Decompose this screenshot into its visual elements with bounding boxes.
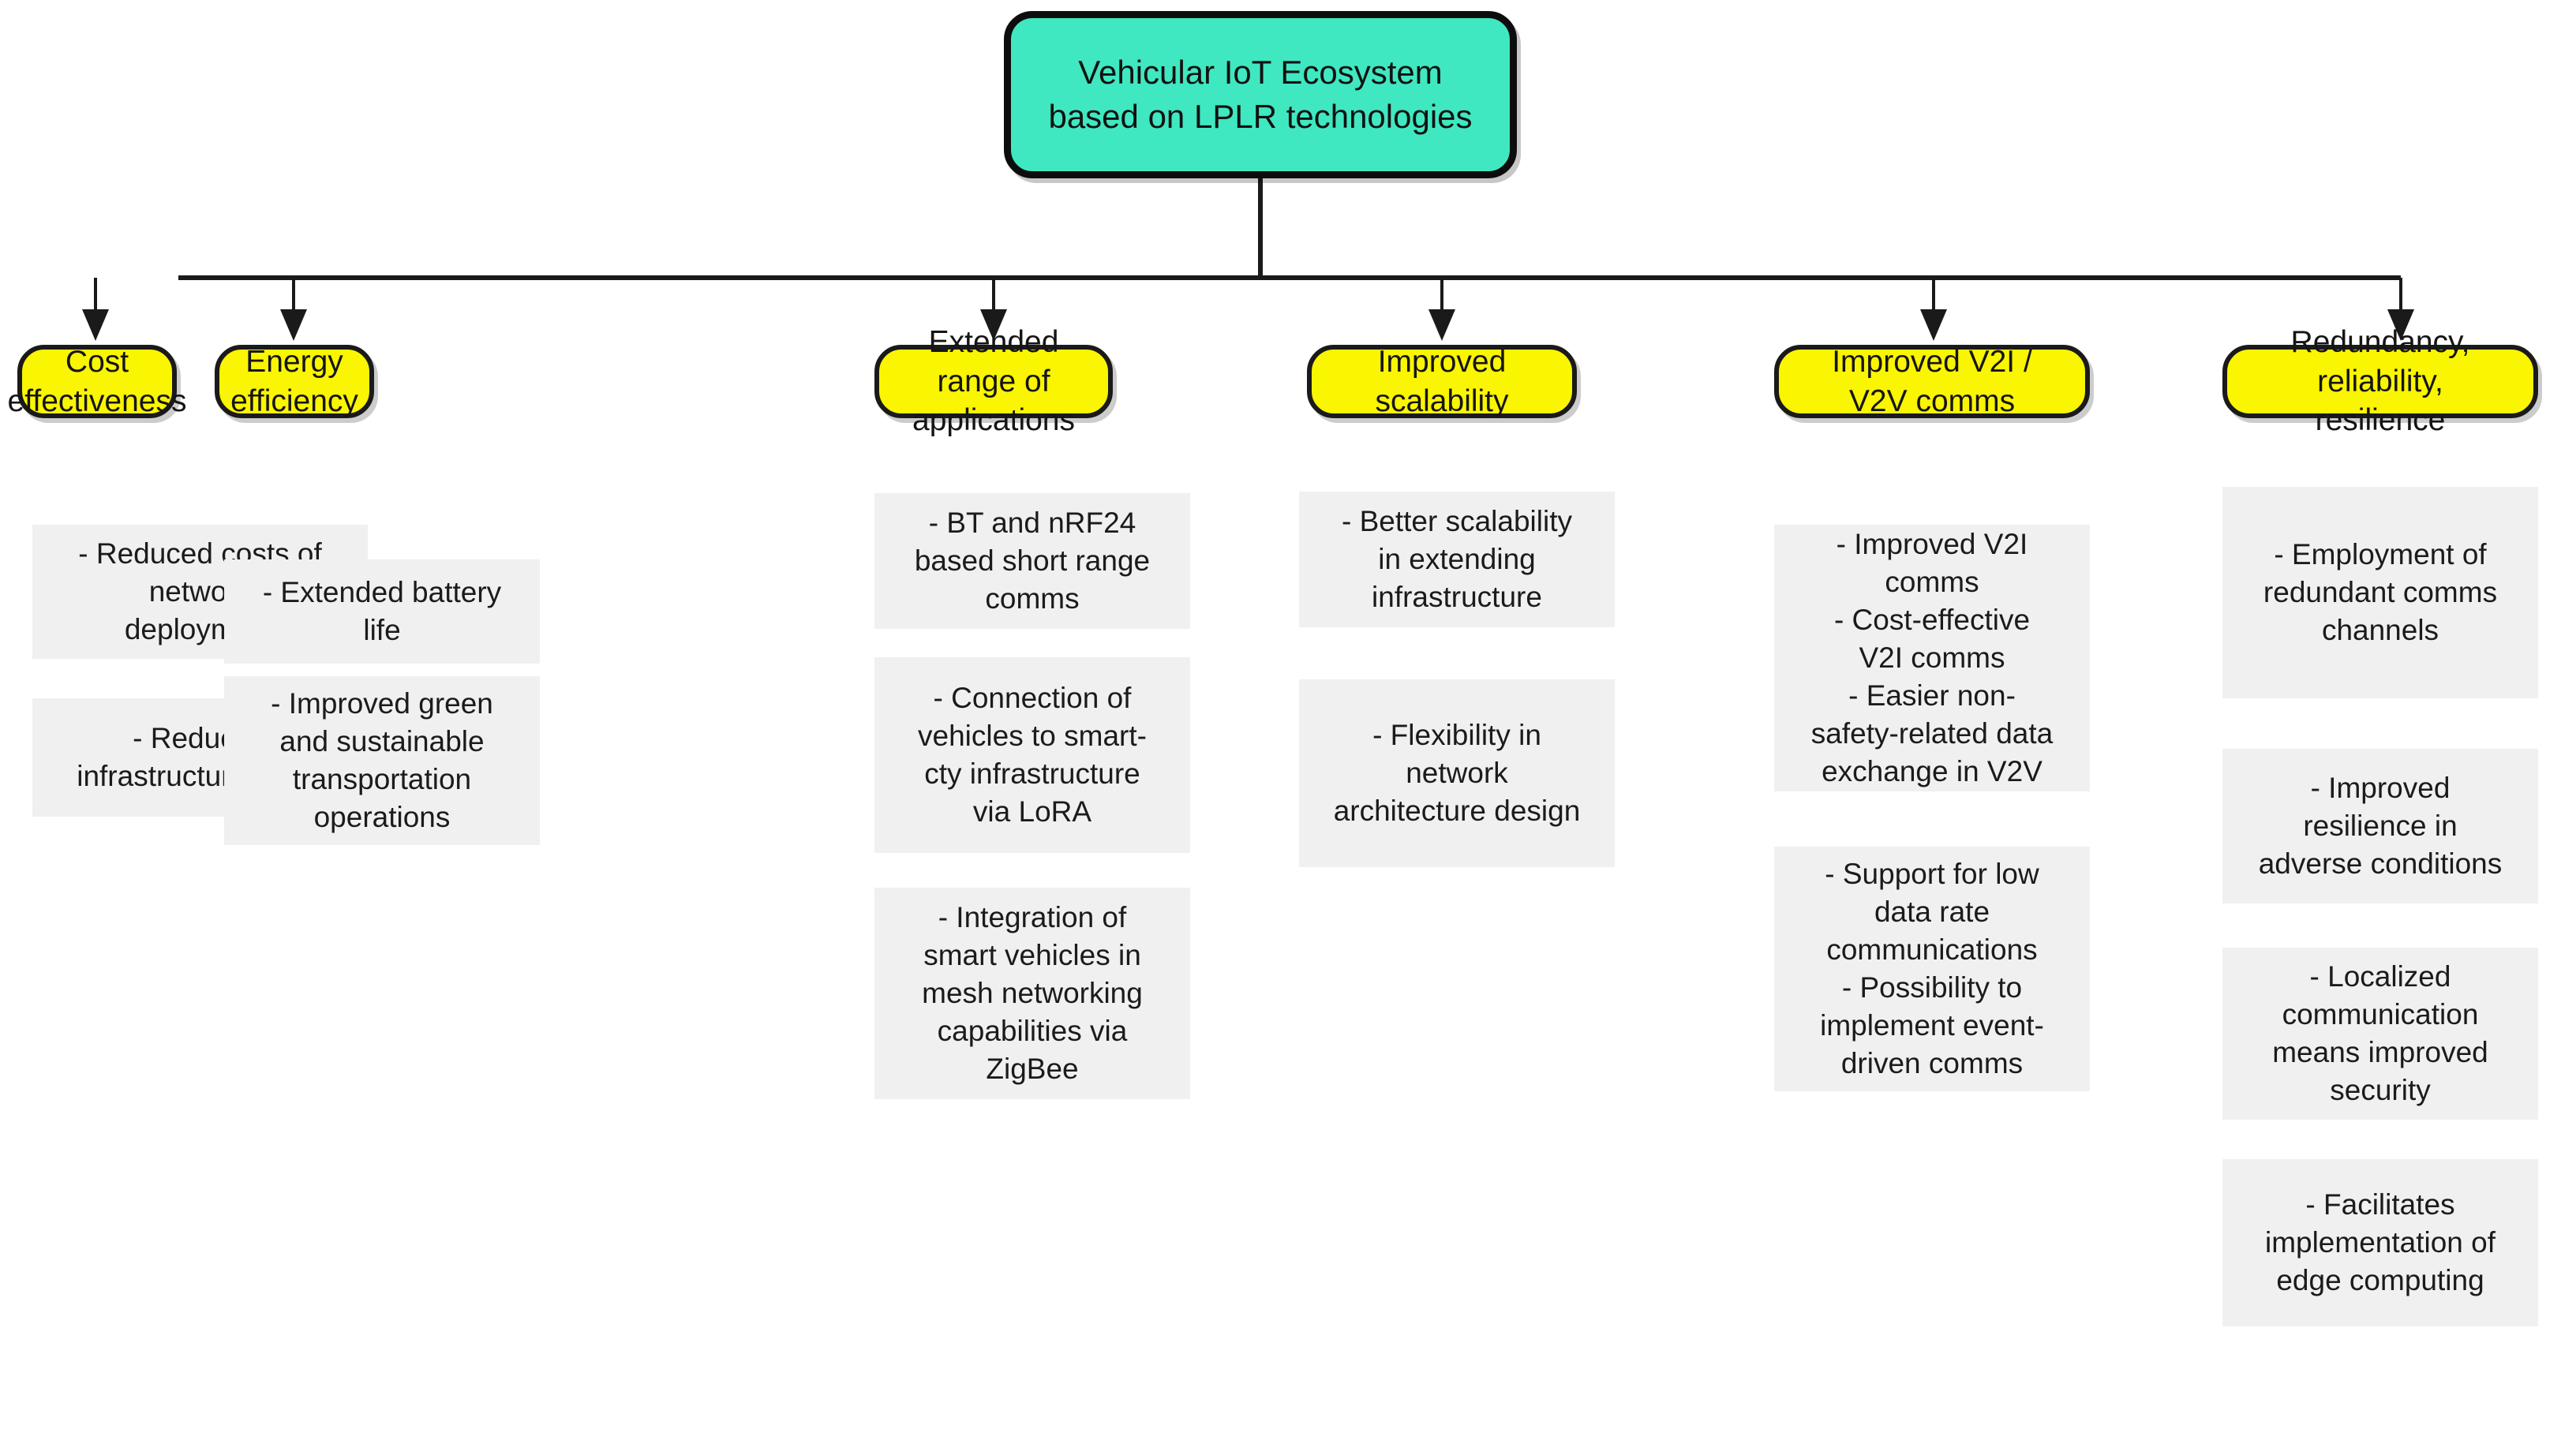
detail-box-3-1: - BT and nRF24 based short range comms bbox=[874, 493, 1190, 629]
branch-head-label: Cost effectiveness bbox=[7, 344, 187, 418]
detail-text: - Employment of redundant comms channels bbox=[2263, 537, 2498, 647]
branch-head-1[interactable]: Cost effectiveness bbox=[8, 345, 186, 418]
detail-text: - Flexibility in network architecture de… bbox=[1333, 718, 1581, 828]
detail-text: - Facilitates implementation of edge com… bbox=[2264, 1188, 2496, 1297]
detail-text: - Improved V2I comms - Cost-effective V2… bbox=[1810, 527, 2054, 788]
detail-text: - Extended battery life bbox=[262, 575, 502, 646]
branch-head-label: Energy efficiency bbox=[230, 344, 358, 418]
detail-box-4-1: - Better scalability in extending infras… bbox=[1299, 492, 1615, 627]
branch-head-label: Extended range of applications bbox=[912, 324, 1075, 438]
detail-box-6-2: - Improved resilience in adverse conditi… bbox=[2222, 749, 2538, 903]
detail-text: - Connection of vehicles to smart- cty i… bbox=[918, 681, 1147, 828]
detail-box-6-3: - Localized communication means improved… bbox=[2222, 948, 2538, 1120]
detail-text: - Integration of smart vehicles in mesh … bbox=[922, 900, 1143, 1086]
detail-box-2-1: - Extended battery life bbox=[224, 559, 540, 664]
root-node-label: Vehicular IoT Ecosystem based on LPLR te… bbox=[1048, 54, 1473, 135]
detail-box-3-3: - Integration of smart vehicles in mesh … bbox=[874, 888, 1190, 1099]
detail-box-4-2: - Flexibility in network architecture de… bbox=[1299, 679, 1615, 867]
detail-text: - Improved resilience in adverse conditi… bbox=[2258, 771, 2503, 881]
detail-box-6-4: - Facilitates implementation of edge com… bbox=[2222, 1159, 2538, 1326]
detail-box-6-1: - Employment of redundant comms channels bbox=[2222, 487, 2538, 698]
branch-head-label: Redundancy, reliability, resilience bbox=[2290, 324, 2470, 438]
root-node: Vehicular IoT Ecosystem based on LPLR te… bbox=[1004, 11, 1517, 178]
detail-text: - BT and nRF24 based short range comms bbox=[914, 506, 1151, 615]
branch-head-label: Improved scalability bbox=[1375, 344, 1509, 418]
detail-text: - Localized communication means improved… bbox=[2272, 959, 2488, 1107]
detail-text: - Improved green and sustainable transpo… bbox=[271, 686, 493, 834]
detail-box-5-1: - Improved V2I comms - Cost-effective V2… bbox=[1774, 525, 2090, 791]
branch-head-6[interactable]: Redundancy, reliability, resilience bbox=[2222, 325, 2538, 437]
branch-head-4[interactable]: Improved scalability bbox=[1307, 345, 1577, 418]
branch-head-label: Improved V2I / V2V comms bbox=[1832, 344, 2032, 418]
branch-head-5[interactable]: Improved V2I / V2V comms bbox=[1774, 345, 2090, 418]
detail-box-2-2: - Improved green and sustainable transpo… bbox=[224, 676, 540, 845]
detail-text: - Better scalability in extending infras… bbox=[1342, 504, 1572, 614]
detail-box-3-2: - Connection of vehicles to smart- cty i… bbox=[874, 657, 1190, 853]
branch-head-2[interactable]: Energy efficiency bbox=[215, 345, 374, 418]
detail-text: - Support for low data rate communicatio… bbox=[1820, 857, 2044, 1080]
detail-box-5-2: - Support for low data rate communicatio… bbox=[1774, 847, 2090, 1091]
branch-head-3[interactable]: Extended range of applications bbox=[874, 325, 1113, 437]
